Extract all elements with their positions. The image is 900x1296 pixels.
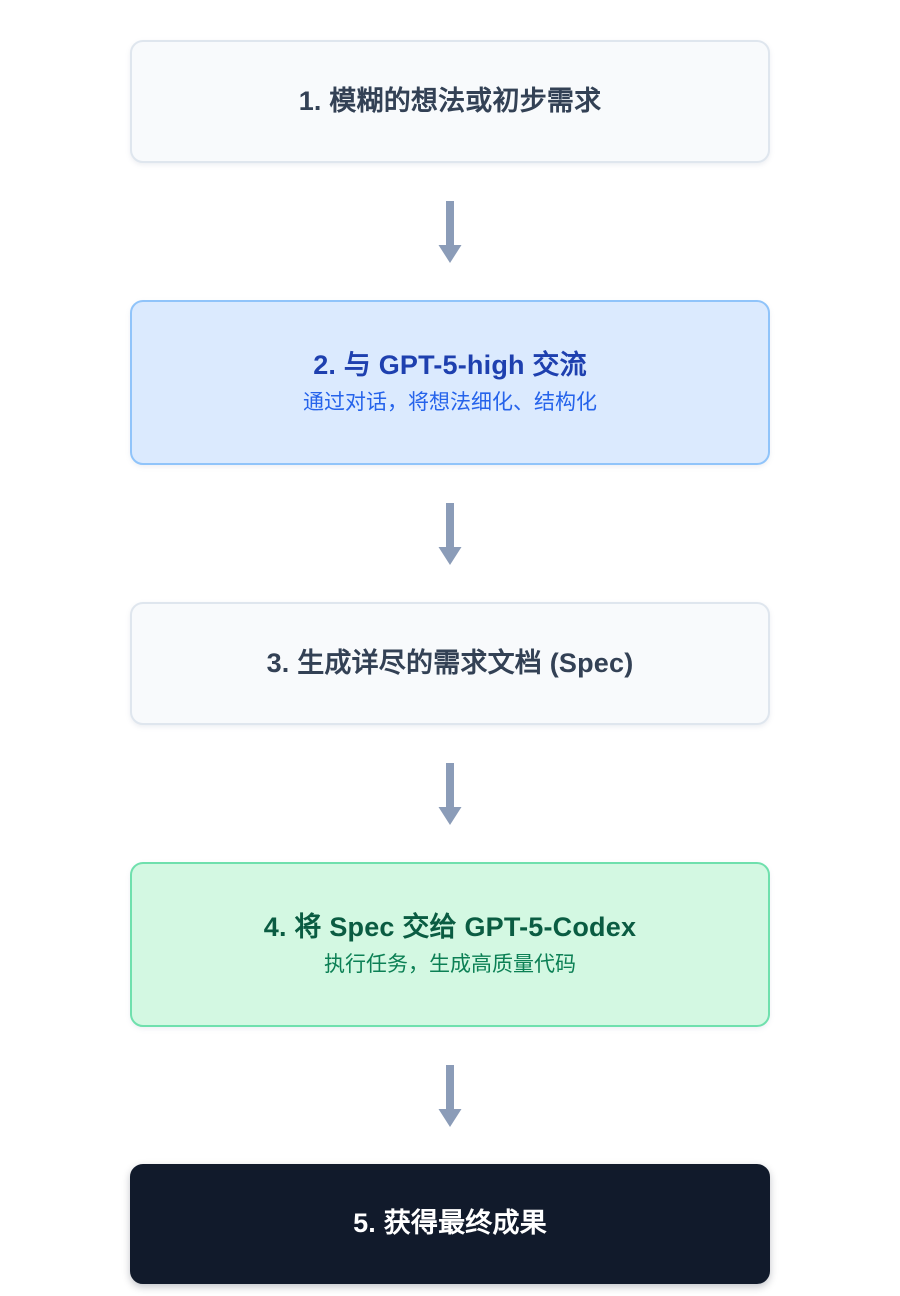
arrow-down-icon (438, 201, 462, 263)
flow-node-step-1: 1. 模糊的想法或初步需求 (130, 40, 770, 163)
flow-node-step-4: 4. 将 Spec 交给 GPT-5-Codex 执行任务，生成高质量代码 (130, 862, 770, 1027)
flow-node-title: 2. 与 GPT-5-high 交流 (313, 349, 587, 380)
flow-node-title: 4. 将 Spec 交给 GPT-5-Codex (263, 911, 637, 942)
connector-arrow-3-4 (435, 763, 465, 829)
flow-node-title: 1. 模糊的想法或初步需求 (298, 85, 602, 116)
flow-node-subtitle: 通过对话，将想法细化、结构化 (303, 390, 597, 414)
connector-arrow-4-5 (435, 1065, 465, 1131)
flow-node-step-3: 3. 生成详尽的需求文档 (Spec) (130, 602, 770, 725)
connector-arrow-2-3 (435, 503, 465, 569)
arrow-down-icon (438, 1065, 462, 1127)
flow-node-title: 5. 获得最终成果 (353, 1208, 547, 1239)
flow-node-step-5: 5. 获得最终成果 (130, 1164, 770, 1284)
arrow-down-icon (438, 763, 462, 825)
flow-node-title: 3. 生成详尽的需求文档 (Spec) (266, 647, 634, 678)
arrow-down-icon (438, 503, 462, 565)
flow-node-step-2: 2. 与 GPT-5-high 交流 通过对话，将想法细化、结构化 (130, 300, 770, 465)
connector-arrow-1-2 (435, 201, 465, 267)
flow-node-subtitle: 执行任务，生成高质量代码 (324, 952, 576, 976)
